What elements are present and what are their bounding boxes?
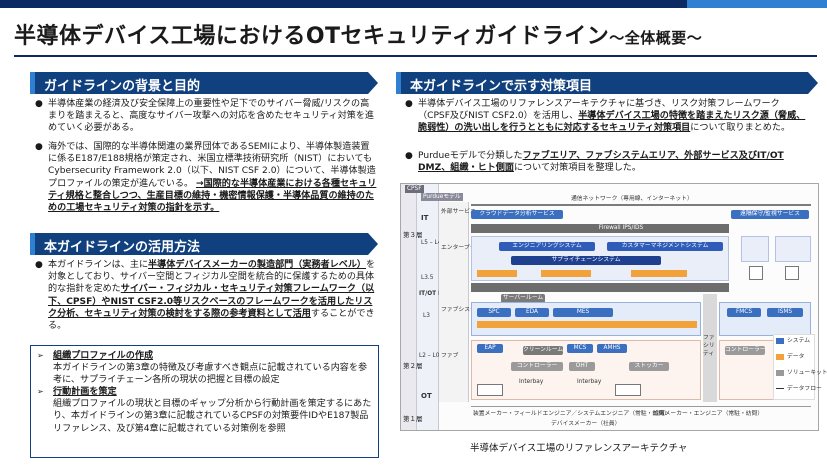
layer-divider — [471, 406, 811, 407]
stocker-block: ストッカー — [629, 362, 669, 371]
step-title-plan: ➢ 行動計画を策定 — [37, 387, 117, 398]
bullet-icon: ● — [35, 260, 43, 270]
background-paragraph-2: ● 海外では、国際的な半導体関連の業界団体であるSEMIにより、半導体製造装置に… — [35, 142, 377, 214]
zone-enterprise: エンタープライズIT — [441, 245, 493, 251]
legend-data: データ — [787, 354, 805, 360]
triangle-bullet-icon: ➢ — [37, 351, 44, 360]
data-strip — [477, 321, 697, 328]
eda-block: EDA — [515, 308, 549, 317]
data-chip — [631, 270, 687, 277]
bullet-icon: ● — [405, 99, 413, 109]
background-paragraph-1: ● 半導体産業の経済及び安全保障上の重要性や足下でのサイバー脅威/リスクの高まり… — [35, 99, 375, 134]
usage-steps-box: ➢ 組織プロファイルの作成 本ガイドラインの第3章の特徴及び考慮すべき観点に記載… — [30, 345, 379, 458]
legend — [773, 334, 815, 400]
legend-kit: ソリューキット — [787, 370, 827, 376]
step-title-profile: ➢ 組織プロファイルの作成 — [37, 351, 154, 361]
layer-3-label: 第３層 — [403, 231, 423, 239]
data-chip — [541, 270, 591, 277]
equipment-vendor-label: 装置メーカー・フィールドエンジニア／システムエンジニア（常駐・訪問） — [473, 411, 670, 417]
section-heading-background: ガイドラインの背景と目的 — [30, 72, 378, 94]
equipment-icon — [477, 384, 503, 396]
facility-strip — [703, 294, 717, 402]
network-line — [471, 204, 811, 206]
zone-column — [439, 202, 469, 402]
legend-flow: データフロー — [787, 386, 822, 392]
firewall-bar-1 — [471, 224, 729, 233]
step-text-profile: 本ガイドラインの第3章の特徴及び考慮すべき観点に記載されている内容を参考に、サプ… — [53, 363, 368, 386]
zone-external: 外部サービス — [441, 209, 476, 215]
document-icon — [785, 266, 799, 280]
cleanroom-label: クリーンルーム — [523, 346, 563, 355]
purdue-label: Purdueモデル — [421, 193, 463, 201]
mcs-block: MCS — [567, 344, 593, 353]
zone-fab: ファブ — [441, 353, 459, 359]
level-l5-l4: L5 – L4 — [421, 240, 442, 246]
server-room: サーバールーム — [501, 294, 545, 303]
bullet-icon: ● — [405, 151, 413, 161]
mes-block: MES — [553, 308, 613, 317]
fab-system-area — [471, 302, 701, 336]
facility-controller: コントローラー — [725, 346, 765, 355]
level-l3: L3 — [423, 313, 430, 319]
level-itot-dmz: IT/OT DMZ — [419, 291, 453, 297]
remote-maintenance-service: 遠隔保守/監視サービス — [731, 210, 809, 219]
bullet-icon: ● — [35, 142, 43, 152]
triangle-bullet-icon: ➢ — [37, 387, 44, 397]
cpsf-strip — [401, 184, 417, 430]
diagram-caption: 半導体デバイス工場のリファレンスアーキテクチャ — [470, 443, 688, 454]
legend-swatch-data — [776, 354, 784, 360]
interbay-label-1: Interbay — [519, 379, 544, 385]
data-chip — [477, 270, 517, 277]
measures-paragraph-2: ● Purdueモデルで分類したファブエリア、ファブシステムエリア、外部サービス… — [405, 151, 784, 174]
title-underline — [14, 55, 817, 57]
purdue-strip — [417, 184, 439, 430]
section-heading-measures: 本ガイドラインで示す対策項目 — [396, 72, 818, 94]
oht-block: OHT — [569, 362, 595, 371]
page-title: 半導体デバイス工場におけるOTセキュリティガイドライン〜全体概要〜 — [14, 24, 703, 49]
level-it: IT — [421, 214, 429, 222]
equipment-icon — [615, 384, 641, 396]
facility-vendor-label: 設備メーカー・エンジニア（常駐・訪問） — [653, 411, 764, 417]
legend-swatch-flow — [776, 388, 784, 389]
zone-fab-system: ファブシステム — [441, 307, 482, 313]
reference-architecture-diagram: CPSF Purdueモデル 第３層 第２層 第１層 IT L5 – L4 L3… — [400, 183, 827, 431]
top-accent-bar-right — [687, 0, 827, 8]
level-l35: L3.5 — [421, 275, 434, 281]
level-l2-l0: L2 – L0 — [419, 353, 440, 359]
measures-paragraph-1: ● 半導体デバイス工場のリファレンスアーキテクチャに基づき、リスク対策フレームワ… — [405, 99, 806, 134]
zone-facility: ファシリティ — [703, 335, 715, 357]
customer-management-system: カスタマーマネジメントシステム — [607, 242, 723, 251]
isms-block: ISMS — [767, 308, 803, 317]
step-text-plan: 組織プロファイルの現状と目標のギャップ分析から行動計画を策定するにあたり、本ガイ… — [53, 399, 372, 434]
layer-1-label: 第１層 — [403, 415, 423, 423]
level-ot: OT — [421, 392, 432, 400]
interbay-label-2: Interbay — [577, 379, 602, 385]
facility-system-area — [719, 302, 811, 336]
legend-swatch-system — [776, 338, 784, 344]
spc-block: SPC — [477, 308, 511, 317]
cloud-analytics-service: クラウドデータ分析サービス — [471, 210, 563, 219]
section-heading-usage: 本ガイドラインの活用方法 — [30, 233, 378, 255]
fmcs-block: FMCS — [727, 308, 761, 317]
device-maker-label: デバイスメーカー（社員） — [551, 421, 621, 427]
layer-2-label: 第２層 — [403, 362, 423, 370]
legend-system: システム — [787, 338, 811, 344]
bullet-icon: ● — [35, 99, 43, 109]
top-accent-bar — [0, 0, 827, 8]
side-box — [741, 236, 769, 262]
firewall-bar-2 — [471, 283, 729, 292]
legend-swatch-kit — [776, 370, 784, 376]
supply-chain-system: サプライチェーンシステム — [511, 256, 661, 265]
side-box — [775, 236, 811, 262]
cpsf-label: CPSF — [405, 185, 424, 193]
controller-block: コントローラー — [511, 362, 563, 371]
firewall-label-1: Firewall IPS/IDS — [598, 225, 644, 231]
eap-block: EAP — [477, 344, 503, 353]
document-icon — [749, 266, 763, 280]
engineering-system: エンジニアリングシステム — [499, 242, 595, 251]
usage-paragraph: ● 本ガイドラインは、主に半導体デバイスメーカーの製造部門（実務者レベル）を対象… — [35, 260, 376, 332]
amhs-block: AMHS — [597, 344, 627, 353]
network-label: 通信ネットワーク（専用線、インターネット） — [571, 196, 693, 202]
